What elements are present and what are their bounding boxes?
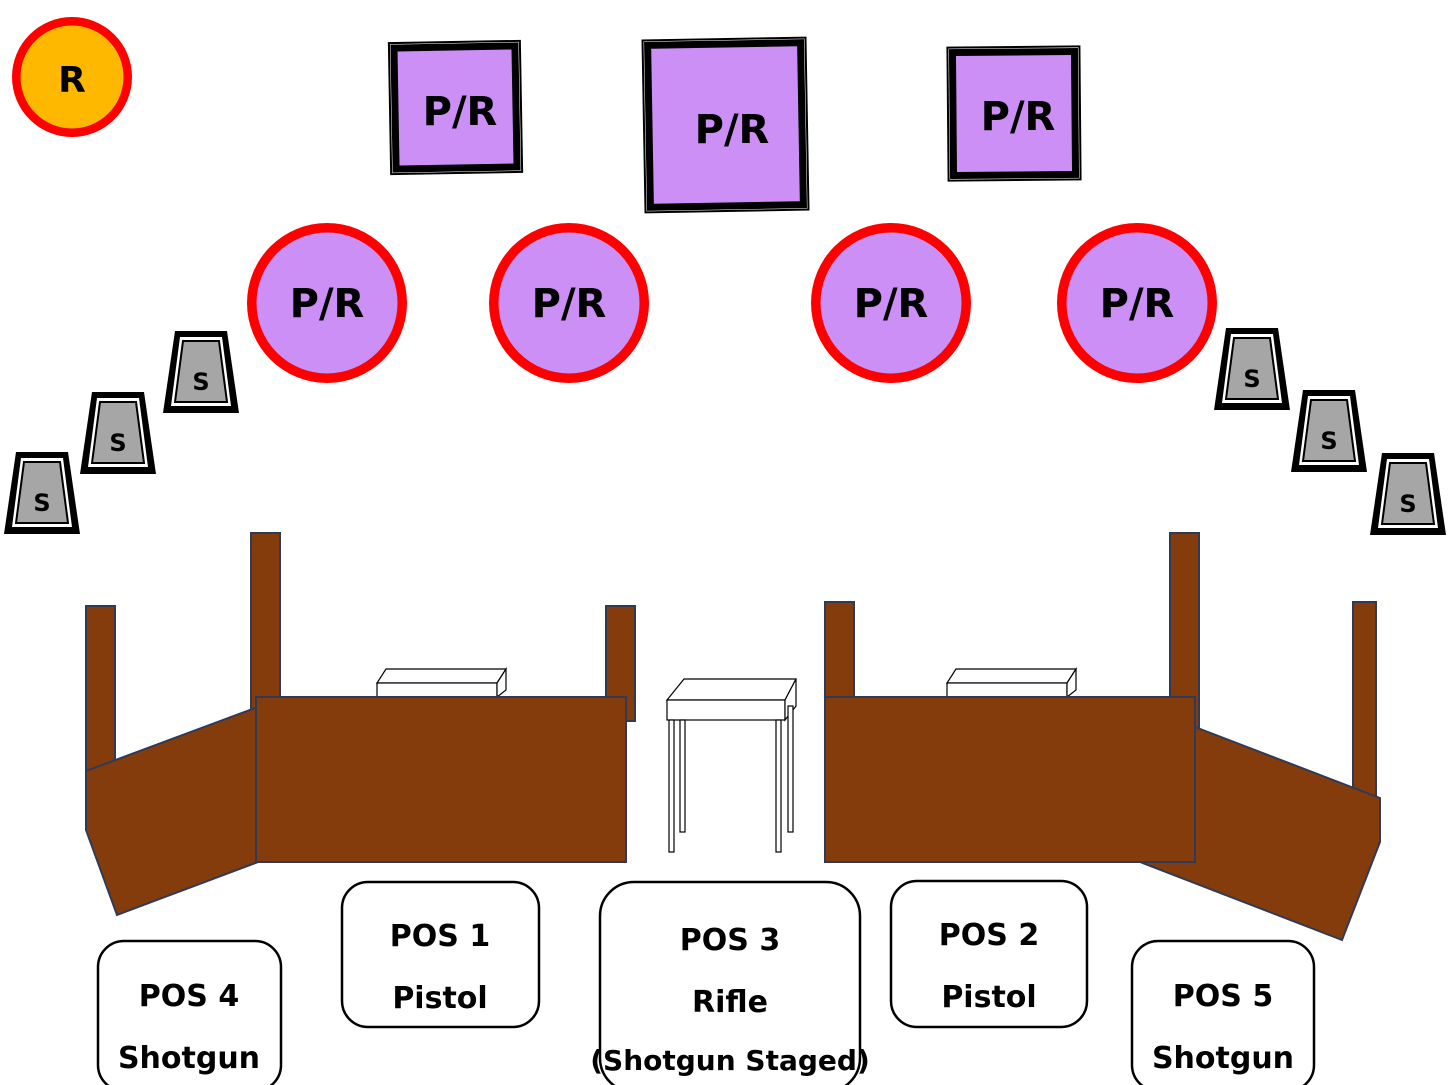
- circle-target-2: P/R: [489, 223, 649, 383]
- shotgun-target-label: S: [1320, 427, 1337, 455]
- circle-target-label: P/R: [532, 281, 607, 327]
- circle-target-label: P/R: [290, 281, 365, 327]
- circle-target-1: P/R: [247, 223, 407, 383]
- barricade-right: [824, 532, 1381, 942]
- position-note: (Shotgun Staged): [590, 1044, 870, 1077]
- plate-target-3: P/R: [946, 45, 1082, 182]
- circle-target-4: P/R: [1057, 223, 1217, 383]
- plate-target-1: P/R: [387, 39, 524, 176]
- rifle-target-label: R: [58, 60, 86, 101]
- shotgun-target-label: S: [1399, 490, 1416, 518]
- table-right: [945, 666, 1078, 699]
- position-box-pos1: POS 1 Pistol: [340, 880, 541, 1029]
- position-title: POS 3: [680, 923, 780, 958]
- shotgun-target-right-2: S: [1291, 390, 1367, 472]
- position-weapon: Pistol: [392, 981, 487, 1016]
- barricade-left: [85, 532, 636, 917]
- plate-target-label: P/R: [423, 89, 498, 135]
- plate-target-label: P/R: [981, 94, 1056, 140]
- plate-target-label: P/R: [695, 107, 770, 153]
- position-box-pos5: POS 5 Shotgun: [1130, 939, 1316, 1085]
- rifle-target: R: [12, 17, 132, 137]
- shotgun-target-label: S: [109, 429, 126, 457]
- shotgun-target-left-3: S: [4, 452, 80, 534]
- circle-target-label: P/R: [1100, 281, 1175, 327]
- circle-target-3: P/R: [811, 223, 971, 383]
- position-weapon: Shotgun: [118, 1041, 260, 1076]
- position-title: POS 5: [1173, 979, 1273, 1014]
- shotgun-target-label: S: [192, 368, 209, 396]
- position-weapon: Rifle: [692, 985, 768, 1020]
- shotgun-target-label: S: [33, 489, 50, 517]
- position-box-pos2: POS 2 Pistol: [889, 879, 1089, 1029]
- table-center: [665, 678, 797, 853]
- position-weapon: Pistol: [941, 980, 1036, 1015]
- position-title: POS 2: [939, 918, 1039, 953]
- position-box-pos4: POS 4 Shotgun: [96, 939, 283, 1085]
- shotgun-target-right-1: S: [1214, 328, 1290, 410]
- position-box-pos3: POS 3 Rifle (Shotgun Staged): [590, 880, 870, 1085]
- table-left: [375, 666, 508, 699]
- shotgun-target-label: S: [1243, 365, 1260, 393]
- plate-target-2: P/R: [641, 36, 810, 214]
- position-title: POS 4: [139, 979, 239, 1014]
- circle-target-label: P/R: [854, 281, 929, 327]
- position-title: POS 1: [390, 919, 490, 954]
- shotgun-target-left-2: S: [80, 392, 156, 474]
- position-weapon: Shotgun: [1152, 1041, 1294, 1076]
- shotgun-target-right-3: S: [1370, 453, 1446, 535]
- shotgun-target-left-1: S: [163, 331, 239, 413]
